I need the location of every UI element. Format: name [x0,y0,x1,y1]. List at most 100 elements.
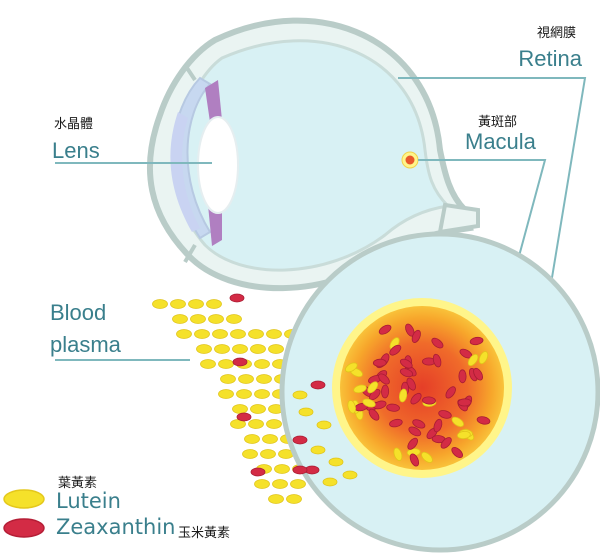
zeaxanthin-particle [476,416,491,425]
zeaxanthin-particle [232,357,248,367]
lutein-particle [176,329,192,339]
zeaxanthin-particle [386,403,400,412]
zeaxanthin-particle [412,419,426,429]
lutein-particle [250,404,266,414]
lutein-particle [316,420,332,430]
lutein-particle [268,344,284,354]
zeaxanthin-particle [292,465,308,475]
lutein-particle [190,314,206,324]
legend-lutein-en: Lutein [56,489,121,513]
zeaxanthin-particle [445,386,456,399]
lutein-particle [218,359,234,369]
lutein-particle [362,398,376,408]
lutein-particle [266,329,282,339]
legend: 葉黃素 Lutein Zeaxanthin 玉米黃素 [3,476,230,541]
lutein-particle [298,407,314,417]
lutein-particle [272,479,288,489]
legend-zeaxanthin-swatch [3,518,45,538]
ciliary-lower [183,243,197,264]
lutein-particle [238,374,254,384]
lutein-particle [290,479,306,489]
zeaxanthin-particle [431,337,444,349]
lutein-particle [467,353,479,367]
lutein-particle [310,445,326,455]
lutein-particle [206,299,222,309]
lutein-particle [347,400,356,414]
lutein-particle [478,351,489,365]
zeaxanthin-particle [389,418,403,428]
iris-upper [205,80,222,122]
zeaxanthin-particle [368,408,380,421]
lutein-particle [254,479,270,489]
lutein-particle [353,384,367,394]
lutein-particle [393,447,403,461]
circle-edge-particles [292,380,358,487]
retina-label-zh: 視網膜 [537,26,576,41]
lutein-particle [292,390,308,400]
macula-label-en: Macula [465,129,537,154]
lutein-particle [457,430,471,440]
legend-lutein-zh: 葉黃素 [58,476,97,491]
lutein-particle [266,419,282,429]
lutein-particle [232,344,248,354]
lutein-particle [421,451,433,463]
zeaxanthin-particle [432,353,442,368]
lutein-particle [260,449,276,459]
lutein-particle [268,494,284,504]
zeaxanthin-particle [422,396,436,405]
legend-zeaxanthin-zh: 玉米黃素 [178,526,230,541]
zeaxanthin-particle [473,367,484,381]
lutein-particle [248,329,264,339]
zeaxanthin-particle [410,392,422,405]
lutein-particle [248,419,264,429]
lutein-particle [244,434,260,444]
blood-label-line2: plasma [50,332,122,357]
lutein-particle [328,457,344,467]
zeaxanthin-particle [250,467,266,477]
blood-label-line1: Blood [50,300,106,325]
lutein-particle [188,299,204,309]
lutein-particle [254,389,270,399]
lens-label-en: Lens [52,138,100,163]
lutein-particle [236,389,252,399]
lutein-particle [232,404,248,414]
zeaxanthin-particle [451,446,463,459]
lutein-particle [254,359,270,369]
lutein-particle [398,388,408,403]
ciliary-upper [183,63,197,82]
lutein-particle [226,314,242,324]
eyeball [147,17,480,292]
zeaxanthin-particle [378,373,390,385]
lutein-particle [152,299,168,309]
lens [197,116,239,214]
zeaxanthin-particle [458,369,467,384]
lutein-particle [208,314,224,324]
retina-label-en: Retina [518,46,582,71]
lutein-particle [274,464,290,474]
zeaxanthin-particle [409,453,420,467]
lutein-particle [322,477,338,487]
zeaxanthin-particle [407,437,419,450]
zeaxanthin-particle [411,329,421,343]
zeaxanthin-particle [438,410,452,419]
legend-lutein-swatch [3,489,45,509]
lutein-particle [342,470,358,480]
zeaxanthin-particle [399,368,414,378]
lutein-particle [196,344,212,354]
macula-particles [345,323,491,467]
optic-nerve [437,202,480,235]
lutein-particle [170,299,186,309]
macula-label-zh: 黃斑部 [478,115,517,130]
lutein-particle [451,416,464,428]
zeaxanthin-particle [229,293,245,303]
lens-label-zh: 水晶體 [54,117,93,132]
lutein-particle [220,374,236,384]
lutein-particle [218,389,234,399]
lutein-particle [172,314,188,324]
legend-zeaxanthin-en: Zeaxanthin [56,515,175,539]
zeaxanthin-particle [408,426,422,437]
lutein-particle [242,449,258,459]
zeaxanthin-particle [389,344,402,356]
lutein-particle [286,494,302,504]
